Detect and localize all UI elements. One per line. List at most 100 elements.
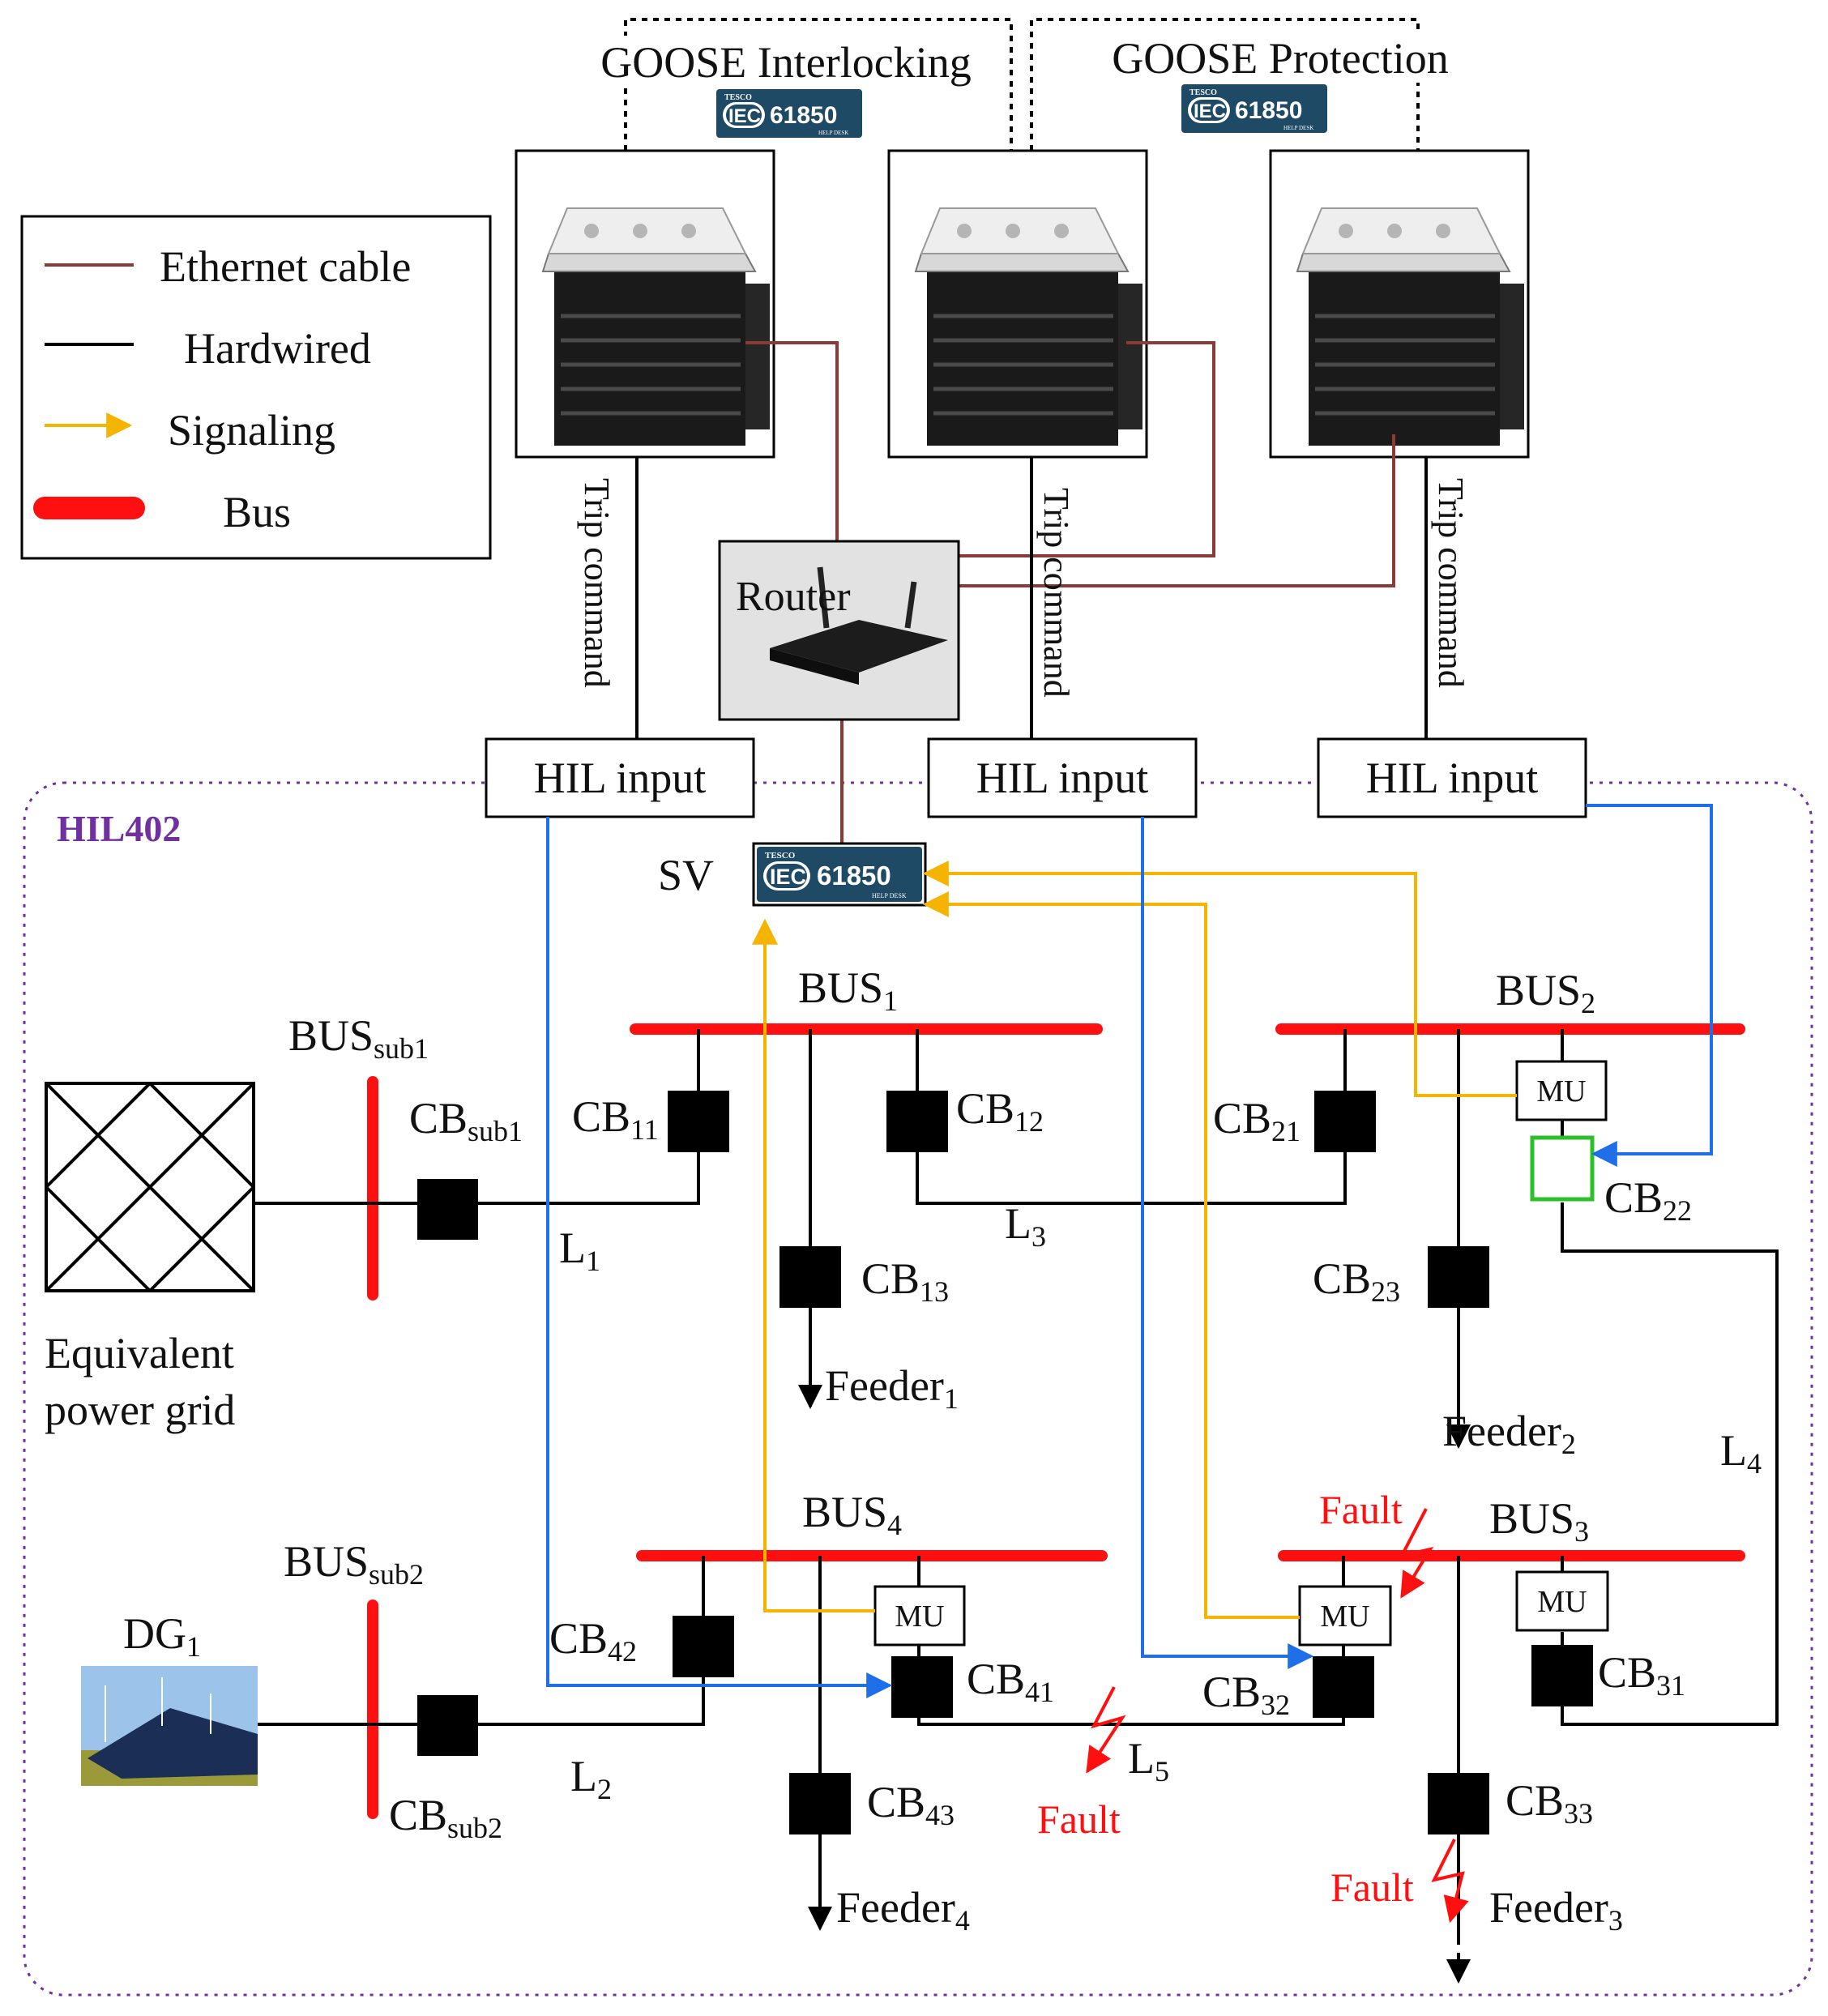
cb-33 — [1428, 1773, 1489, 1834]
feeder-arrows — [798, 1377, 1471, 1984]
cb-31 — [1531, 1645, 1593, 1706]
hil-input-3: HIL input — [1317, 737, 1587, 818]
fault-markers — [1086, 1508, 1469, 1924]
svg-text:TESCO: TESCO — [724, 93, 752, 102]
relay-image-icon — [543, 208, 770, 446]
svg-text:HELP DESK: HELP DESK — [1283, 125, 1313, 131]
cb22-label: CB22 — [1604, 1173, 1692, 1227]
equivalent-power-grid-icon — [45, 1082, 255, 1292]
svg-text:61850: 61850 — [770, 102, 837, 129]
grid-label-line2: power grid — [45, 1386, 235, 1434]
cb-sub2 — [417, 1695, 478, 1756]
svg-text:MU: MU — [1320, 1600, 1369, 1634]
dg-solar-wind-icon — [81, 1666, 258, 1786]
iec61850-badge-icon: TESCO IEC 61850 HELP DESK — [1181, 84, 1327, 133]
feeder1-label: Feeder1 — [825, 1361, 959, 1415]
mu-bus3-left: MU — [1298, 1585, 1392, 1647]
cb32-label: CB32 — [1202, 1668, 1290, 1721]
svg-text:HIL input: HIL input — [534, 754, 706, 802]
cb11-label: CB11 — [572, 1092, 659, 1146]
ethernet-cables — [745, 341, 1395, 847]
legend-hardwired-label: Hardwired — [184, 324, 371, 373]
bus-sub2-label: BUSsub2 — [284, 1537, 424, 1591]
hil-input-1: HIL input — [485, 737, 755, 818]
svg-text:IEC: IEC — [728, 105, 761, 127]
svg-text:MU: MU — [1537, 1585, 1587, 1619]
grid-label-line1: Equivalent — [45, 1329, 234, 1377]
fault-label: Fault — [1037, 1796, 1121, 1842]
relay-ied-2 — [887, 149, 1148, 459]
svg-text:61850: 61850 — [817, 861, 891, 891]
relay-ied-1 — [515, 149, 775, 459]
goose-interlocking-label: GOOSE Interlocking — [600, 38, 971, 87]
cb-sub1-label: CBsub1 — [409, 1094, 523, 1147]
router-icon — [770, 620, 948, 673]
svg-text:MU: MU — [895, 1600, 944, 1634]
fault-label: Fault — [1330, 1864, 1414, 1910]
fault-l5-icon — [1086, 1686, 1126, 1774]
hil402-label: HIL402 — [57, 808, 181, 849]
bus2-label: BUS2 — [1496, 966, 1595, 1019]
l3-label: L3 — [1005, 1199, 1046, 1253]
dg1-label: DG1 — [123, 1609, 201, 1663]
cb12-label: CB12 — [956, 1084, 1044, 1138]
svg-text:61850: 61850 — [1235, 97, 1302, 124]
goose-protection-label: GOOSE Protection — [1112, 34, 1448, 83]
legend-ethernet-label: Ethernet cable — [160, 242, 411, 291]
l1-label: L1 — [559, 1224, 600, 1277]
l2-label: L2 — [570, 1752, 612, 1805]
relay-ied-3 — [1269, 149, 1530, 459]
svg-text:IEC: IEC — [1194, 100, 1226, 122]
sv-iec61850-badge-icon: TESCO IEC 61850 HELP DESK — [752, 842, 927, 907]
l5-label: L5 — [1128, 1734, 1169, 1787]
trip-command-wires — [635, 457, 1428, 739]
bus1-label: BUS1 — [798, 963, 898, 1017]
cb21-label: CB21 — [1213, 1094, 1301, 1147]
mu-bus3-right: MU — [1515, 1570, 1609, 1632]
router: Router — [718, 540, 960, 721]
legend: Ethernet cable Hardwired Signaling Bus — [20, 215, 492, 560]
feeder2-label: Feeder2 — [1442, 1407, 1576, 1460]
mu-bus4: MU — [873, 1585, 966, 1647]
svg-text:TESCO: TESCO — [1189, 88, 1217, 97]
fault-bus3-icon — [1399, 1508, 1434, 1599]
cb-22-open — [1530, 1135, 1595, 1202]
cb-23 — [1428, 1246, 1489, 1308]
feeder4-label: Feeder4 — [836, 1883, 970, 1937]
bus-sub1-label: BUSsub1 — [288, 1011, 429, 1065]
iec61850-badge-icon: TESCO IEC 61850 HELP DESK — [716, 89, 862, 138]
cb43-label: CB43 — [867, 1778, 955, 1831]
cb-21 — [1314, 1091, 1376, 1152]
cb-sub2-label: CBsub2 — [389, 1791, 502, 1844]
cb23-label: CB23 — [1313, 1254, 1400, 1308]
hil-input-2: HIL input — [927, 737, 1198, 818]
trip-command-label: Trip command — [1036, 488, 1076, 698]
cb-sub1 — [417, 1179, 478, 1240]
svg-text:IEC: IEC — [770, 865, 806, 889]
cb-13 — [779, 1246, 841, 1308]
fault-label: Fault — [1319, 1487, 1403, 1532]
cb33-label: CB33 — [1506, 1776, 1593, 1830]
cb-41 — [891, 1656, 953, 1718]
hil-output-lines — [546, 804, 1713, 1698]
legend-bus-label: Bus — [223, 488, 291, 536]
cb-12 — [886, 1091, 948, 1152]
trip-command-label: Trip command — [1431, 478, 1471, 688]
mu-bus2: MU — [1515, 1060, 1608, 1121]
relay-image-icon — [916, 208, 1142, 446]
svg-text:HIL input: HIL input — [1366, 754, 1538, 802]
l4-label: L4 — [1720, 1426, 1762, 1480]
cb-11 — [668, 1091, 729, 1152]
legend-signaling-label: Signaling — [168, 406, 335, 455]
signaling-lines — [752, 861, 1517, 1619]
svg-text:TESCO: TESCO — [765, 851, 796, 861]
cb42-label: CB42 — [549, 1614, 637, 1668]
bus4-label: BUS4 — [802, 1488, 902, 1541]
feeder3-label: Feeder3 — [1489, 1883, 1623, 1937]
cb-43 — [789, 1773, 851, 1834]
cb31-label: CB31 — [1598, 1648, 1685, 1702]
cb13-label: CB13 — [861, 1254, 949, 1308]
svg-text:HIL input: HIL input — [976, 754, 1148, 802]
sv-label: SV — [658, 851, 714, 899]
